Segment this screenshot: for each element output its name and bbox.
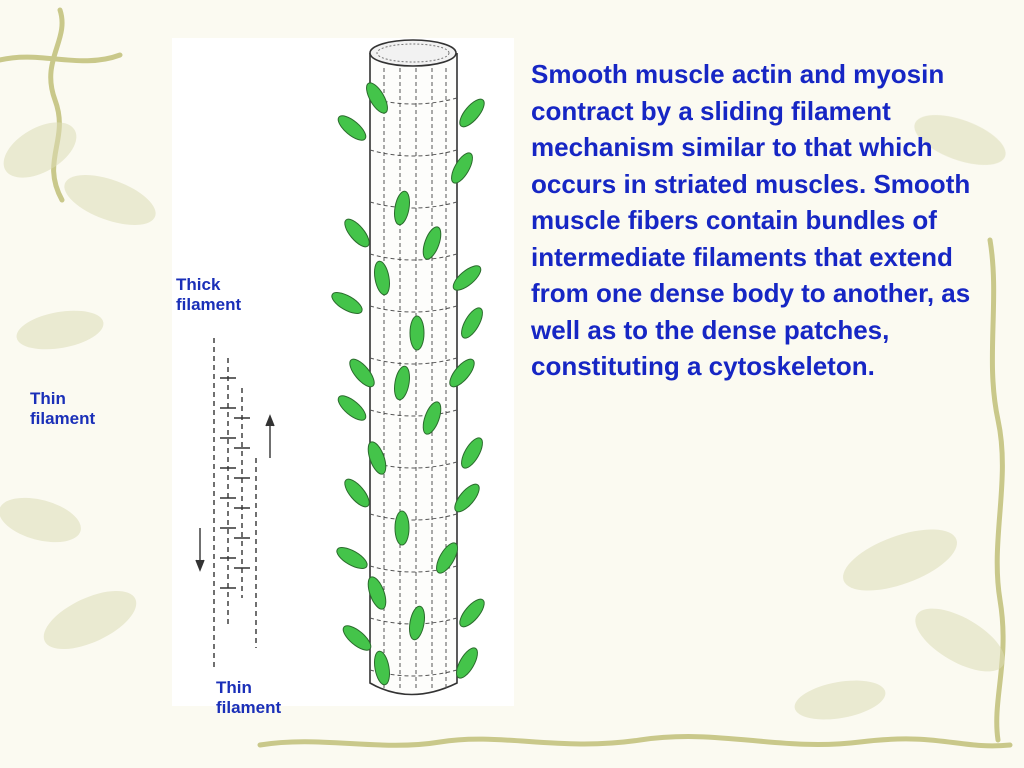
myosin-leaf-marks	[331, 82, 485, 686]
myosin-head-leaf	[394, 510, 410, 546]
myosin-head-leaf	[394, 190, 410, 226]
myosin-head-leaf	[331, 292, 363, 314]
myosin-head-leaf	[344, 218, 370, 248]
myosin-head-leaf	[344, 478, 370, 508]
myosin-head-leaf	[367, 441, 387, 475]
myosin-head-leaf	[374, 650, 390, 686]
myosin-head-leaf	[449, 358, 475, 388]
thick-filament-label: Thick filament	[176, 275, 242, 314]
sliding-filament-schematic	[195, 338, 275, 668]
thin-filament-label-bottom: Thin filament	[216, 678, 282, 717]
myosin-head-leaf	[409, 605, 425, 641]
myosin-head-leaf	[422, 226, 442, 260]
myosin-head-leaf	[349, 358, 375, 388]
thin-filament-label-left: Thin filament	[30, 389, 96, 428]
myosin-head-leaf	[367, 576, 387, 610]
smooth-muscle-figure	[172, 38, 514, 706]
myosin-head-leaf	[459, 98, 485, 128]
myosin-head-leaf	[456, 647, 478, 679]
myosin-head-leaf	[454, 483, 480, 513]
myosin-head-leaf	[461, 437, 483, 469]
myosin-head-leaf	[336, 547, 368, 569]
dense-body-cylinder	[369, 39, 458, 696]
myosin-head-leaf	[374, 260, 390, 296]
myosin-head-leaf	[459, 598, 485, 628]
myosin-head-leaf	[422, 401, 442, 435]
myosin-head-leaf	[394, 365, 410, 401]
myosin-head-leaf	[342, 625, 372, 651]
myosin-head-leaf	[452, 265, 482, 291]
myosin-head-leaf	[436, 542, 458, 574]
myosin-head-leaf	[409, 315, 425, 351]
slide-body-text: Smooth muscle actin and myosin contract …	[531, 59, 971, 381]
myosin-head-leaf	[461, 307, 483, 339]
myosin-head-leaf	[337, 115, 367, 141]
myosin-head-leaf	[337, 395, 367, 421]
myosin-head-leaf	[366, 82, 388, 114]
myosin-head-leaf	[451, 152, 473, 184]
cytoskeleton-diagram	[195, 39, 485, 696]
